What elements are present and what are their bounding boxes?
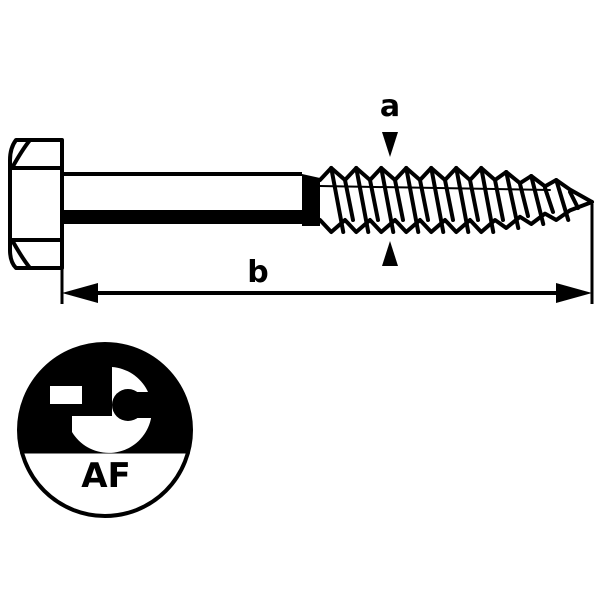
- drive-badge: AF: [17, 342, 193, 518]
- wrench-icon: [50, 367, 168, 453]
- thread-root: [418, 178, 430, 222]
- thread-crest: [354, 166, 371, 234]
- thread-crest: [404, 166, 421, 234]
- thread-root: [543, 186, 555, 214]
- drive-type-label: AF: [81, 456, 131, 496]
- arrow-left-icon: [62, 283, 98, 303]
- thread-crest: [529, 174, 546, 226]
- screw-shank: [62, 172, 320, 226]
- thread-crest: [479, 166, 496, 234]
- arrow-up-icon: [382, 241, 398, 266]
- thread-root: [493, 178, 505, 222]
- thread-root: [568, 190, 580, 210]
- thread-root: [443, 178, 455, 222]
- dimension-b: b: [60, 204, 594, 304]
- thread-outline: [318, 200, 594, 234]
- dimension-a-label: a: [380, 89, 400, 124]
- arrow-right-icon: [556, 283, 592, 303]
- screw-head: [8, 138, 64, 270]
- thread-crest: [379, 166, 396, 234]
- arrow-down-icon: [382, 132, 398, 157]
- thread-crest: [454, 166, 471, 234]
- screw-thread: [318, 166, 594, 234]
- dimension-b-label: b: [247, 255, 268, 290]
- thread-crest: [329, 166, 346, 234]
- thread-core: [319, 185, 551, 191]
- thread-crest: [429, 166, 446, 234]
- dimension-a: a: [380, 89, 400, 266]
- thread-root: [468, 178, 480, 222]
- thread-root: [393, 178, 405, 222]
- thread-crest: [504, 170, 521, 230]
- thread-crest: [554, 178, 571, 222]
- thread-outline: [318, 166, 594, 204]
